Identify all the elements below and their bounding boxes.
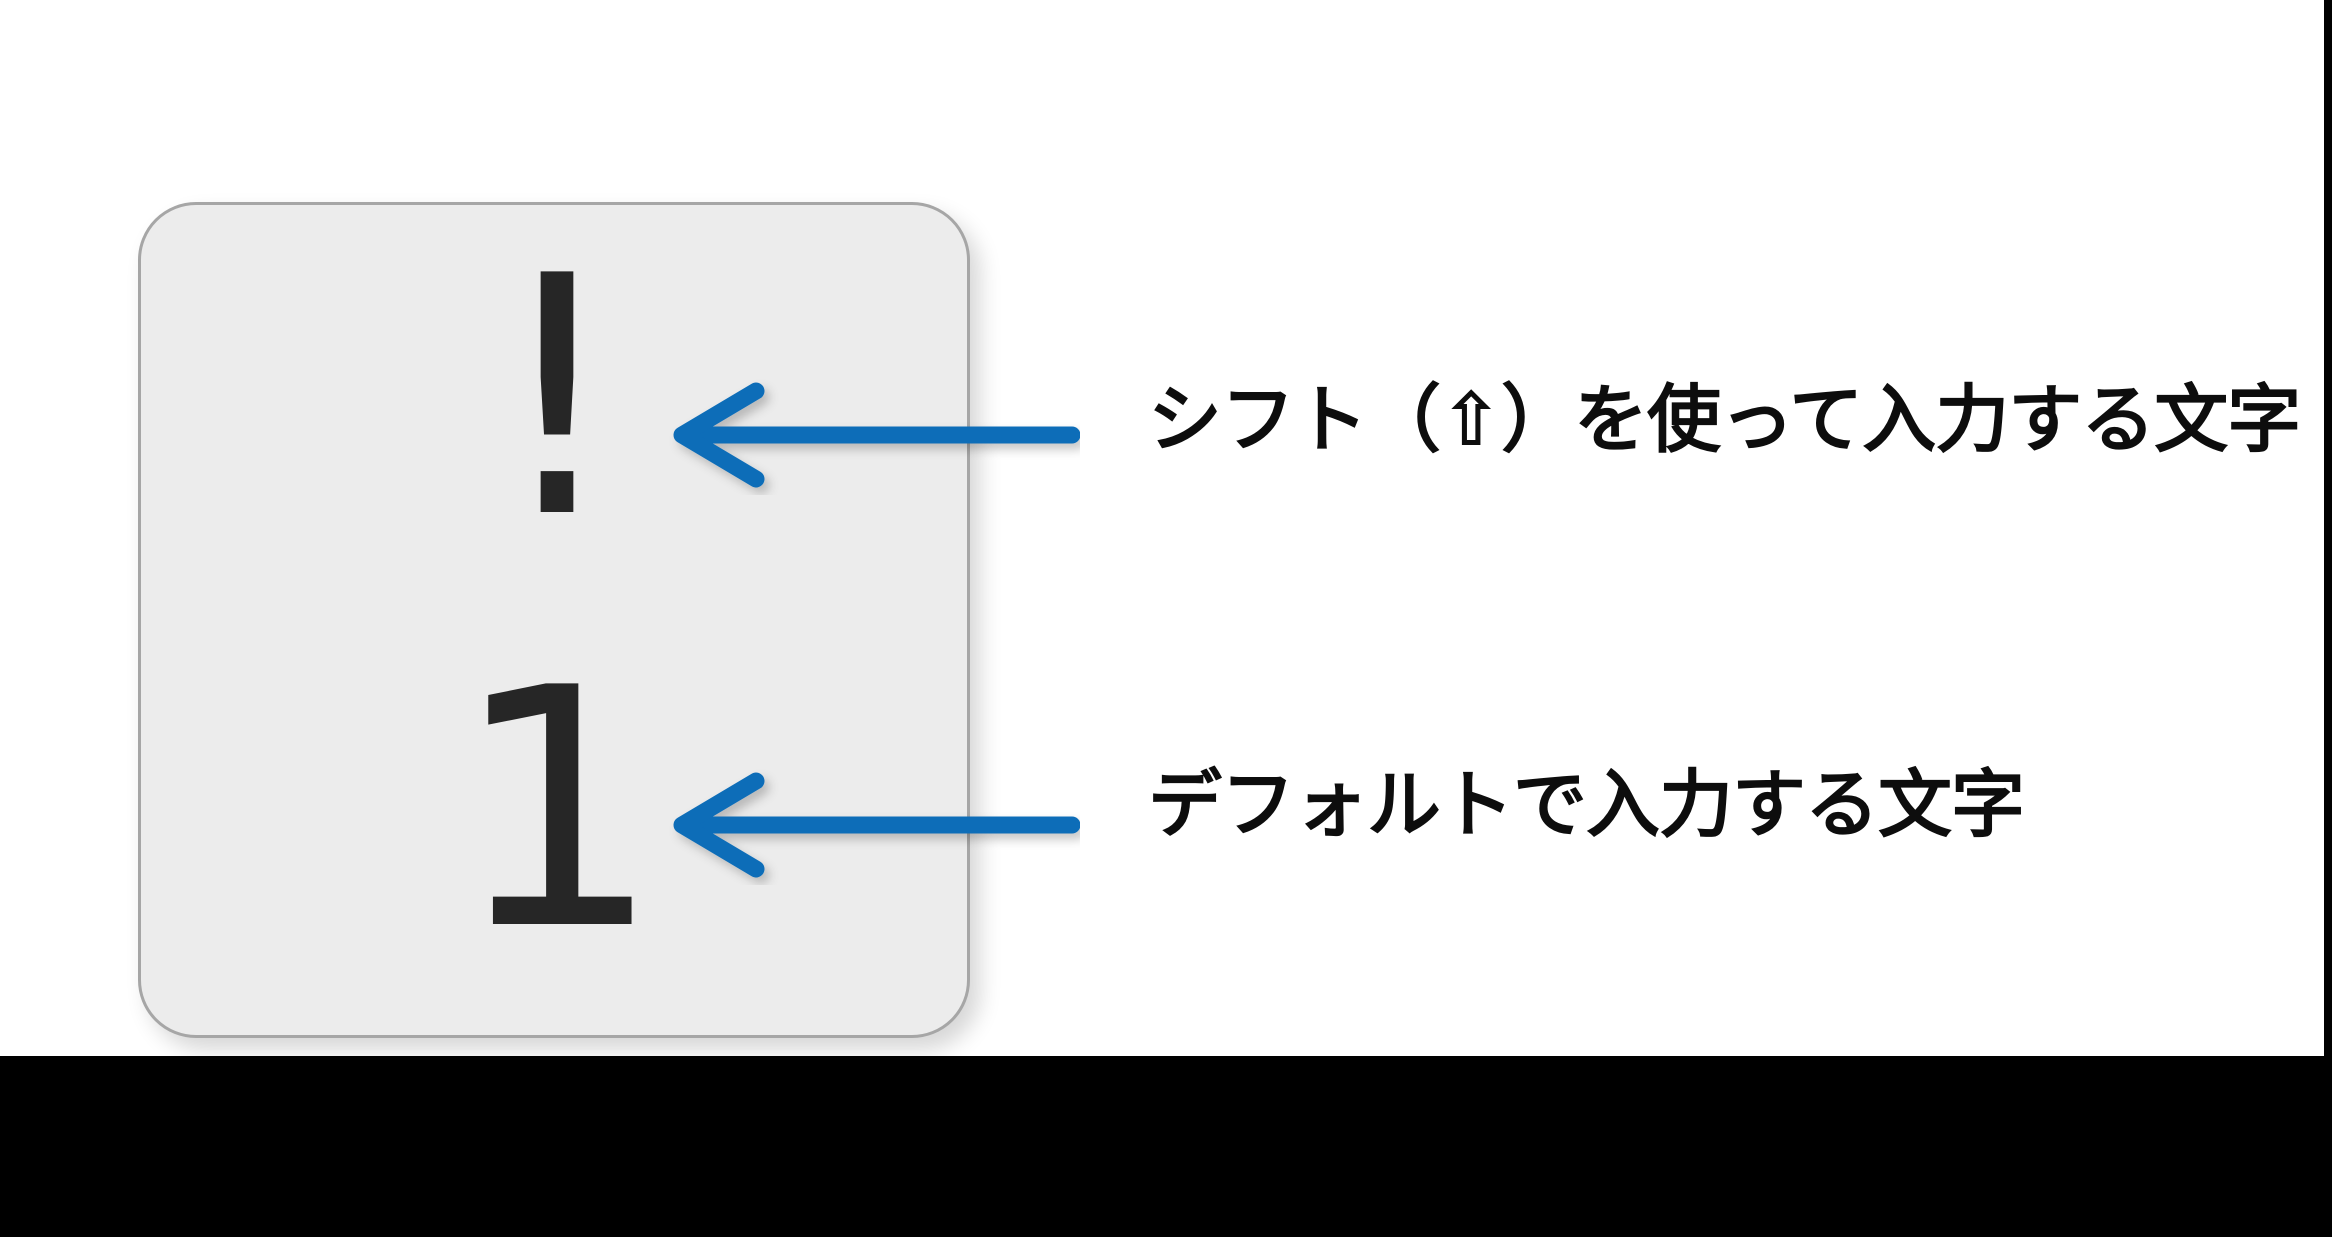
- annotation-label-shift: シフト（⇧）を使って入力する文字: [1148, 377, 2301, 463]
- letterbox-bar-bottom: [0, 1056, 2332, 1237]
- letterbox-bar-right: [2324, 0, 2332, 1056]
- keycap-default-glyph: 1: [452, 618, 662, 1002]
- keycap-shift-glyph: !: [490, 206, 624, 590]
- keycap-number-one[interactable]: ! 1: [138, 202, 970, 1038]
- left-arrow-icon-shift: [660, 375, 1080, 495]
- left-arrow-icon-default: [660, 765, 1080, 885]
- annotation-label-default: デフォルトで入力する文字: [1148, 762, 2025, 848]
